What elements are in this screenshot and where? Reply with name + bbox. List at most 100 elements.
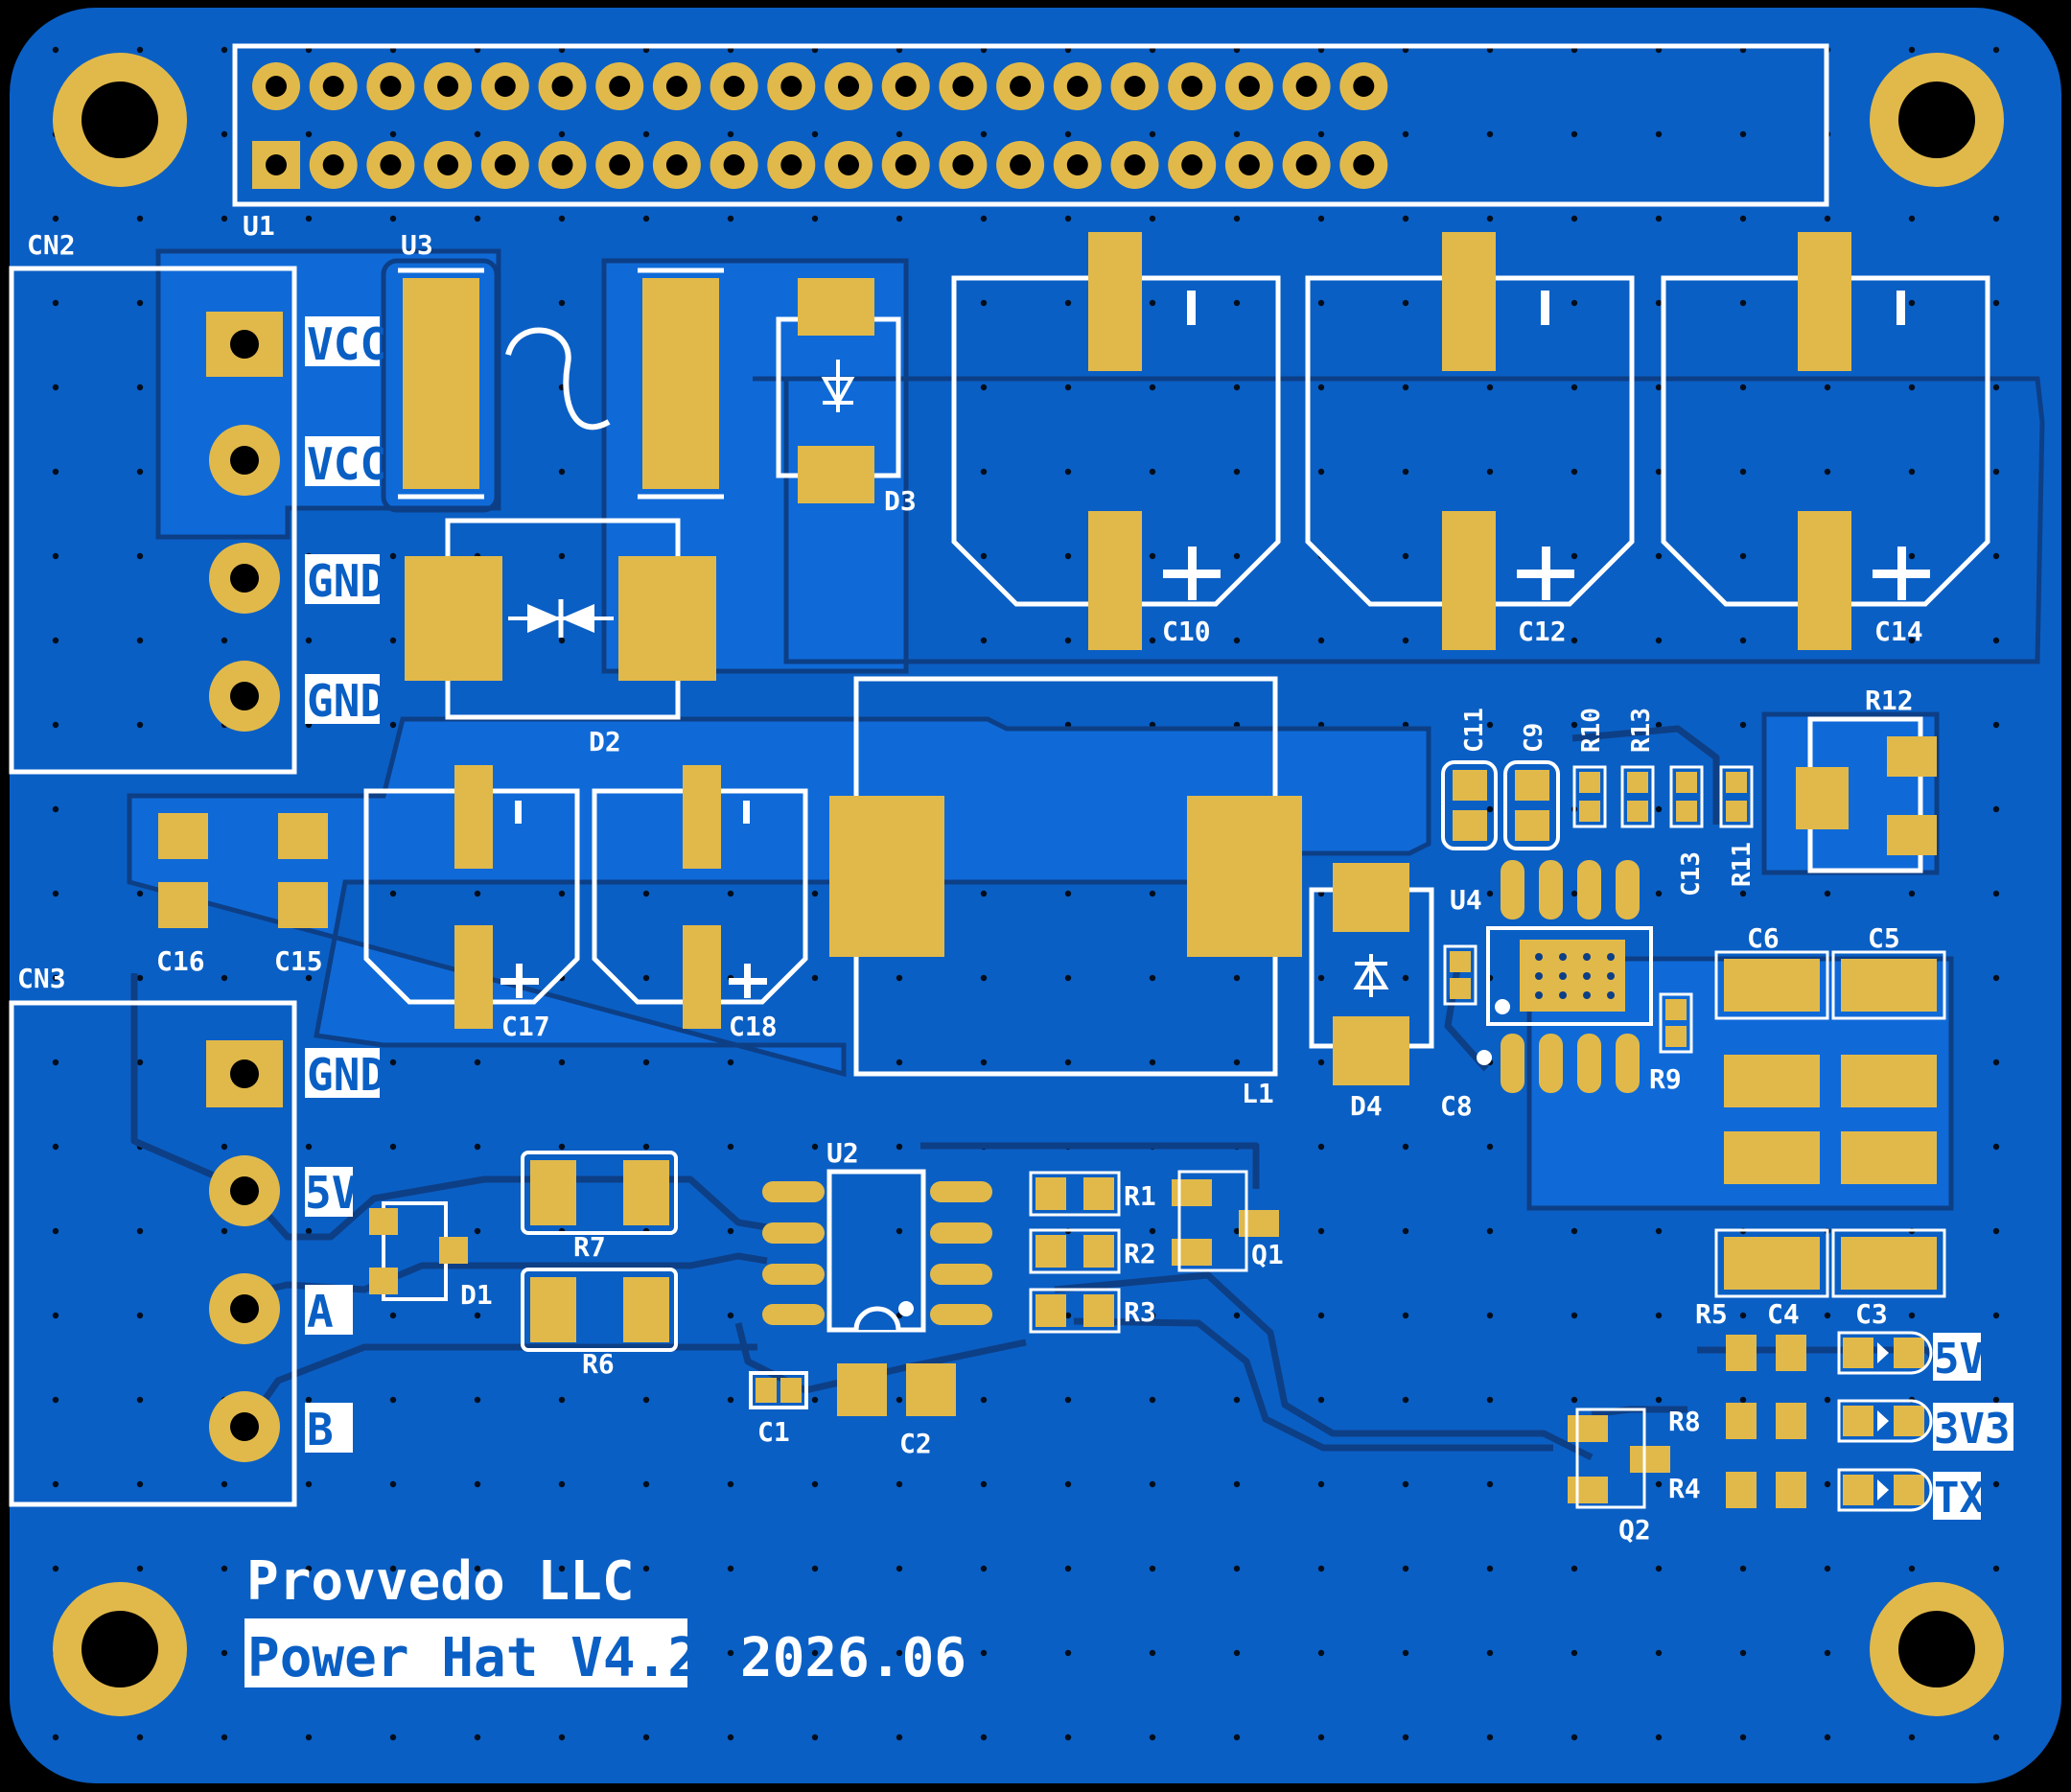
diode-d1 <box>369 1201 468 1301</box>
diode-d4 <box>1309 863 1434 1085</box>
inductor-l1 <box>829 676 1302 1077</box>
gpio-pin <box>366 62 415 110</box>
gpio-pin <box>1282 62 1331 110</box>
label-u4: U4 <box>1450 884 1482 916</box>
label-d4: D4 <box>1350 1090 1383 1122</box>
label-q1: Q1 <box>1251 1239 1284 1270</box>
gpio-pin <box>252 141 300 189</box>
silkscreen-text: U1 U3 CN2 CN3 D2 D3 C10 C12 C14 C16 C15 … <box>17 210 1923 1546</box>
terminal-block-cn2 <box>9 266 297 775</box>
label-r10: R10 <box>1577 708 1606 753</box>
gpio-pin <box>595 62 644 110</box>
regulator-ic-u4 <box>1477 860 1653 1093</box>
label-c4: C4 <box>1767 1298 1800 1330</box>
caps-c1-c2 <box>749 1363 956 1416</box>
label-r5: R5 <box>1695 1298 1728 1330</box>
label-c9: C9 <box>1520 723 1548 753</box>
electrolytic-capacitor <box>951 232 1281 650</box>
gpio-pin <box>1110 141 1159 189</box>
label-c5: C5 <box>1868 922 1900 954</box>
label-r2: R2 <box>1124 1238 1156 1269</box>
label-c10: C10 <box>1162 616 1211 647</box>
label-c13: C13 <box>1677 851 1706 896</box>
gpio-pin <box>1224 62 1273 110</box>
electrolytic-capacitor <box>1661 232 1990 650</box>
label-c18: C18 <box>729 1011 778 1042</box>
diode-d3 <box>776 278 901 503</box>
led-label-tx: TX <box>1934 1474 1985 1523</box>
label-r13: R13 <box>1627 708 1656 753</box>
resistors-r1-r3-q1 <box>1029 1170 1279 1334</box>
gpio-pin <box>1282 141 1331 189</box>
label-c14: C14 <box>1874 616 1923 647</box>
label-c1: C1 <box>757 1416 790 1448</box>
cn3-pin3-label: A <box>307 1286 334 1338</box>
gpio-pin <box>767 141 816 189</box>
label-d2: D2 <box>589 726 621 757</box>
branding: Provvedo LLC Power Hat V4.2 2026.06 <box>246 1550 966 1689</box>
revision-date: 2026.06 <box>740 1627 966 1689</box>
label-c8: C8 <box>1440 1090 1473 1122</box>
fuse-u3 <box>381 258 724 513</box>
resistors-r6-r7 <box>521 1151 678 1352</box>
led-indicators <box>1568 1331 1933 1512</box>
electrolytic-capacitor <box>1305 232 1635 650</box>
gpio-pin <box>1053 62 1102 110</box>
gpio-pin <box>710 62 758 110</box>
cn3-pin4-label: B <box>307 1404 334 1455</box>
cn2-pin2-label: VCC <box>307 438 386 490</box>
label-r1: R1 <box>1124 1180 1156 1212</box>
cn2-pin1-label: VCC <box>307 318 386 370</box>
label-c3: C3 <box>1855 1298 1888 1330</box>
gpio-pin <box>480 141 529 189</box>
terminal-block-cn3 <box>9 1000 297 1507</box>
led-label-3v3: 3V3 <box>1934 1405 2010 1454</box>
label-r7: R7 <box>573 1231 606 1263</box>
label-u3: U3 <box>401 229 433 261</box>
electrolytic-capacitor <box>363 765 580 1029</box>
label-r11: R11 <box>1728 842 1757 887</box>
label-r4: R4 <box>1668 1473 1701 1504</box>
label-u2: U2 <box>826 1137 859 1169</box>
led-label-5v: 5V <box>1934 1335 1985 1384</box>
gpio-pin <box>1168 62 1217 110</box>
cn2-pin4-label: GND <box>307 675 386 727</box>
gpio-pin <box>595 141 644 189</box>
label-c12: C12 <box>1518 616 1567 647</box>
gpio-pin <box>996 141 1045 189</box>
electrolytic-caps-mid <box>363 765 808 1029</box>
label-u1: U1 <box>243 210 275 242</box>
gpio-pin <box>309 141 358 189</box>
gpio-pin <box>1053 141 1102 189</box>
product-name: Power Hat V4.2 <box>247 1627 700 1689</box>
label-r3: R3 <box>1124 1296 1156 1328</box>
gpio-pin <box>1339 62 1388 110</box>
gpio-pin <box>252 62 300 110</box>
gpio-pin <box>710 141 758 189</box>
label-c17: C17 <box>501 1011 550 1042</box>
label-c2: C2 <box>899 1428 932 1459</box>
gpio-pin <box>825 141 873 189</box>
company-name: Provvedo LLC <box>246 1550 635 1613</box>
smd-resistors-caps-top <box>1441 760 1754 1054</box>
cn3-pin1-label: GND <box>307 1049 386 1101</box>
gpio-pin <box>309 62 358 110</box>
label-q2: Q2 <box>1618 1514 1651 1546</box>
label-c16: C16 <box>156 945 205 977</box>
gpio-pin <box>1224 141 1273 189</box>
label-c11: C11 <box>1460 708 1489 753</box>
label-r9: R9 <box>1649 1063 1682 1095</box>
gpio-pin <box>825 62 873 110</box>
label-l1: L1 <box>1242 1078 1274 1109</box>
gpio-header-u1 <box>232 43 1829 207</box>
label-r12: R12 <box>1865 685 1914 716</box>
gpio-pin <box>424 62 473 110</box>
resistor-r12 <box>1796 716 1937 873</box>
gpio-pin <box>652 62 701 110</box>
gpio-pin <box>881 62 930 110</box>
label-cn2: CN2 <box>27 229 76 261</box>
gpio-pin <box>939 141 988 189</box>
transceiver-u2 <box>762 1169 992 1333</box>
label-r8: R8 <box>1668 1406 1701 1437</box>
